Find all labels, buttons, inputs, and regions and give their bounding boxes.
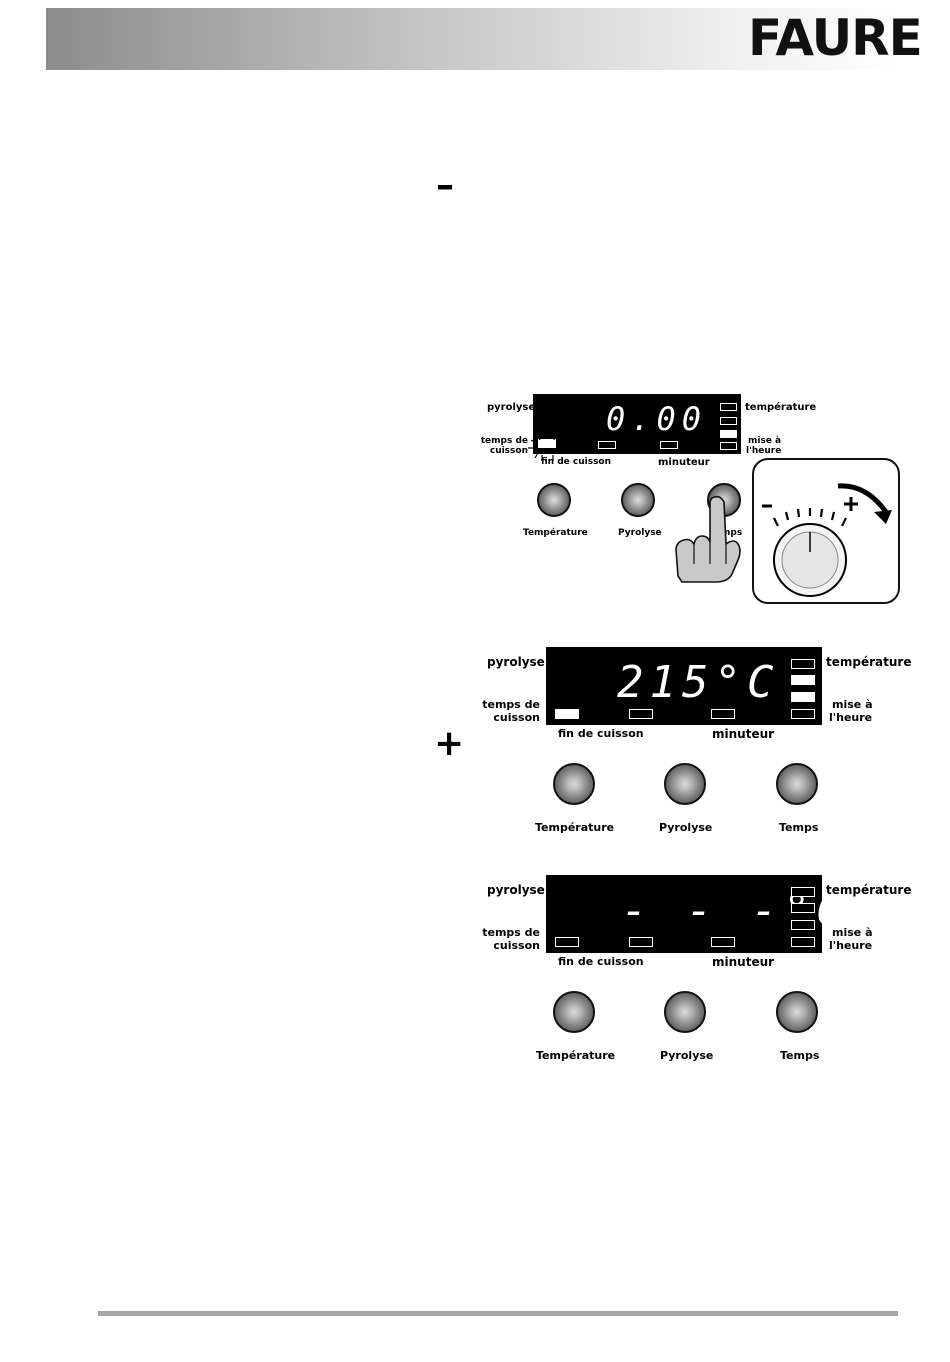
label-cuisson: cuisson (493, 939, 540, 952)
label-button-temperature: Température (535, 821, 615, 834)
led-display: 0.00 (533, 394, 741, 454)
label-temperature: température (826, 655, 912, 669)
temps-button[interactable] (776, 991, 818, 1033)
selector-dial-icon[interactable] (754, 460, 898, 602)
label-temperature: température (745, 402, 817, 413)
temps-button[interactable] (776, 763, 818, 805)
label-temperature: température (826, 883, 912, 897)
indicator-minuteur (711, 937, 735, 947)
label-button-temps: Temps (779, 821, 819, 834)
label-cuisson: cuisson (489, 446, 528, 456)
temperature-button[interactable] (553, 763, 595, 805)
indicator-right-2 (791, 675, 815, 685)
display-readout: 215°C (617, 657, 780, 708)
plus-sign: + (434, 723, 465, 764)
label-heure: l'heure (829, 711, 873, 724)
pyrolyse-button[interactable] (621, 483, 655, 517)
footer-rule (98, 1311, 898, 1316)
pyrolyse-button[interactable] (664, 991, 706, 1033)
label-pyrolyse: pyrolyse (487, 402, 536, 413)
selector-dial-inset (752, 458, 900, 604)
label-heure: l'heure (829, 939, 873, 952)
pointing-finger-icon (675, 495, 741, 583)
indicator-right-2 (720, 417, 737, 425)
indicator-right-4 (791, 937, 815, 947)
label-mise-a: mise à (832, 698, 873, 711)
led-display: - - -°C (546, 875, 842, 953)
minus-sign: – (436, 165, 454, 206)
indicator-minuteur (660, 441, 678, 449)
label-button-pyrolyse: Pyrolyse (659, 821, 713, 834)
indicator-minuteur (711, 709, 735, 719)
label-button-temperature: Température (536, 1049, 616, 1062)
label-button-pyrolyse: Pyrolyse (660, 1049, 714, 1062)
label-fin-de-cuisson: fin de cuisson (541, 457, 612, 467)
indicator-right-3 (720, 430, 737, 438)
indicator-fin-de-cuisson (555, 709, 579, 719)
temperature-button[interactable] (537, 483, 571, 517)
indicator-fin-de-cuisson (555, 937, 579, 947)
indicator-right-4 (791, 709, 815, 719)
label-temps-de: temps de (480, 436, 528, 446)
indicator-slot-2 (629, 937, 653, 947)
label-minuteur: minuteur (658, 457, 710, 468)
display-readout: 0.00 (606, 400, 708, 438)
temperature-button[interactable] (553, 991, 595, 1033)
label-fin-de-cuisson: fin de cuisson (558, 727, 644, 740)
header-bar (46, 8, 898, 70)
label-temps-de: temps de (482, 926, 540, 939)
indicator-right-2 (791, 903, 815, 913)
indicator-right-3 (791, 692, 815, 702)
pyrolyse-button[interactable] (664, 763, 706, 805)
brand-logo: FAURE (748, 9, 923, 67)
indicator-slot-2 (598, 441, 616, 449)
label-heure: l'heure (746, 446, 782, 456)
label-minuteur: minuteur (712, 955, 775, 969)
indicator-right-1 (791, 887, 815, 897)
indicator-right-3 (791, 920, 815, 930)
blink-rays-icon (528, 433, 565, 461)
label-button-temperature: Température (523, 528, 588, 538)
indicator-right-1 (791, 659, 815, 669)
indicator-fin-de-cuisson (538, 439, 556, 448)
indicator-right-4 (720, 442, 737, 450)
label-minuteur: minuteur (712, 727, 775, 741)
label-pyrolyse: pyrolyse (487, 655, 545, 669)
label-fin-de-cuisson: fin de cuisson (558, 955, 644, 968)
label-button-temps: Temps (780, 1049, 820, 1062)
led-display: 215°C (546, 647, 822, 725)
label-temps-de: temps de (482, 698, 540, 711)
label-mise-a: mise à (832, 926, 873, 939)
label-pyrolyse: pyrolyse (487, 883, 545, 897)
label-button-pyrolyse: Pyrolyse (618, 528, 662, 538)
indicator-right-1 (720, 403, 737, 411)
indicator-slot-2 (629, 709, 653, 719)
label-cuisson: cuisson (493, 711, 540, 724)
label-mise-a: mise à (748, 436, 782, 446)
